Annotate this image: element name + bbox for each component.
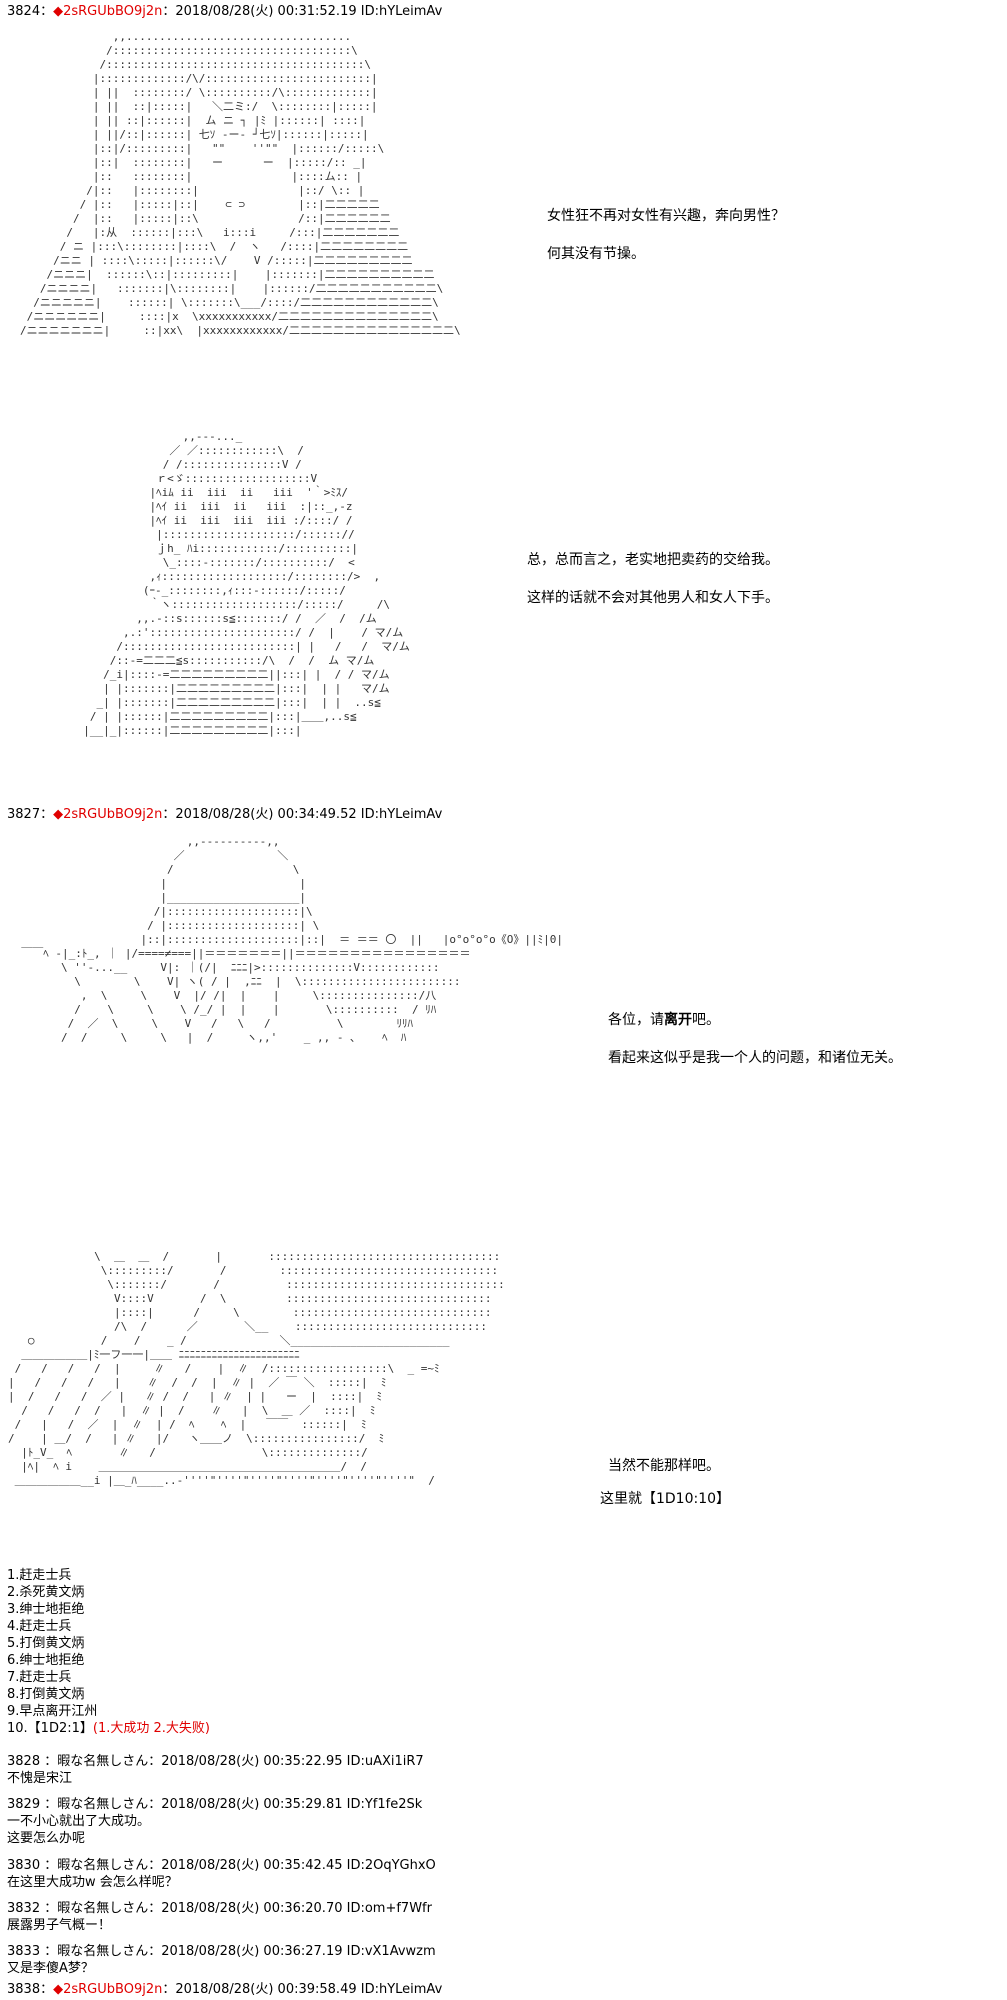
dialogue-line: 各位，请离开吧。 [608,1012,720,1028]
reply-body: 又是李傻A梦？ [7,1961,94,1976]
list-item: 6.绅士地拒绝 [7,1653,85,1668]
list-item: 10.【1D2:1】(1.大成功 2.大失败) [7,1721,210,1736]
reply-header: 3832 ：暇な名無しさん：2018/08/28(火) 00:36:20.70 … [7,1901,432,1916]
trip-diamond-icon: ◆ [53,4,64,19]
post-number: 3827 [7,807,41,822]
ascii-art-panel-4: \ ＿ ＿ / | ::::::::::::::::::::::::::::::… [8,1250,505,1487]
dialogue-line: 当然不能那样吧。 [608,1458,720,1474]
post-date: ：2018/08/28(火) 00:31:52.19 ID:hYLeimAv [162,4,443,19]
dialogue-line: 这里就【1D10:10】 [600,1491,731,1507]
reply-header: 3830 ：暇な名無しさん：2018/08/28(火) 00:35:42.45 … [7,1858,436,1873]
trip-code: 2sRGUbBO9j2n [63,1982,163,1997]
reply-body: 这要怎么办呢 [7,1831,86,1846]
reply-post: 3828 ：暇な名無しさん：2018/08/28(火) 00:35:22.95 … [7,1753,424,1787]
ascii-art-panel-3: ,,----------,, ／ ＼ / \ | | |____________… [21,835,563,1044]
reply-post: 3829 ：暇な名無しさん：2018/08/28(火) 00:35:29.81 … [7,1796,422,1847]
dialogue-line: 总，总而言之，老实地把卖药的交给我。 [527,552,779,568]
trip-diamond-icon: ◆ [53,807,64,822]
dialogue-line: 女性狂不再对女性有兴趣，奔向男性？ [547,208,785,224]
dialogue-line: 这样的话就不会对其他男人和女人下手。 [527,590,779,606]
reply-post: 3832 ：暇な名無しさん：2018/08/28(火) 00:36:20.70 … [7,1900,432,1934]
post-header: 3824：◆2sRGUbBO9j2n：2018/08/28(火) 00:31:5… [7,4,443,19]
dice-result: (1.大成功 2.大失败) [92,1721,210,1736]
post-number: 3824 [7,4,41,19]
dialogue-line: 看起来这似乎是我一个人的问题，和诸位无关。 [608,1050,902,1066]
list-item: 3.绅士地拒绝 [7,1602,85,1617]
reply-post: 3833 ：暇な名無しさん：2018/08/28(火) 00:36:27.19 … [7,1943,436,1977]
reply-body: 一不小心就出了大成功。 [7,1814,151,1829]
list-item: 7.赶走士兵 [7,1670,72,1685]
list-item: 8.打倒黄文炳 [7,1687,85,1702]
post-header: 3827：◆2sRGUbBO9j2n：2018/08/28(火) 00:34:4… [7,807,443,822]
trip-diamond-icon: ◆ [53,1982,64,1997]
list-item: 2.杀死黄文炳 [7,1585,85,1600]
list-item: 4.赶走士兵 [7,1619,72,1634]
reply-header: 3828 ：暇な名無しさん：2018/08/28(火) 00:35:22.95 … [7,1754,424,1769]
post-date: ：2018/08/28(火) 00:34:49.52 ID:hYLeimAv [162,807,443,822]
list-item: 1.赶走士兵 [7,1568,72,1583]
ascii-art-panel-2: ,,---..._ ／ ／::::::::::::\ / / /::::::::… [83,430,410,737]
ascii-art-panel-1: ,,.................................. /::… [20,30,461,337]
reply-post: 3830 ：暇な名無しさん：2018/08/28(火) 00:35:42.45 … [7,1857,436,1891]
post-date: ：2018/08/28(火) 00:39:58.49 ID:hYLeimAv [162,1982,443,1997]
dialogue-line: 何其没有节操。 [547,246,645,262]
list-item: 5.打倒黄文炳 [7,1636,85,1651]
reply-header: 3833 ：暇な名無しさん：2018/08/28(火) 00:36:27.19 … [7,1944,436,1959]
trip-code: 2sRGUbBO9j2n [63,4,163,19]
reply-body: 展露男子气概ー！ [7,1918,112,1933]
reply-header: 3829 ：暇な名無しさん：2018/08/28(火) 00:35:29.81 … [7,1797,423,1812]
reply-body: 在这里大成功w 会怎么样呢？ [7,1875,178,1890]
reply-body: 不愧是宋江 [7,1771,73,1786]
trip-code: 2sRGUbBO9j2n [63,807,163,822]
list-item: 9.早点离开江州 [7,1704,98,1719]
post-number: 3838 [7,1982,41,1997]
post-header: 3838：◆2sRGUbBO9j2n：2018/08/28(火) 00:39:5… [7,1982,443,1997]
